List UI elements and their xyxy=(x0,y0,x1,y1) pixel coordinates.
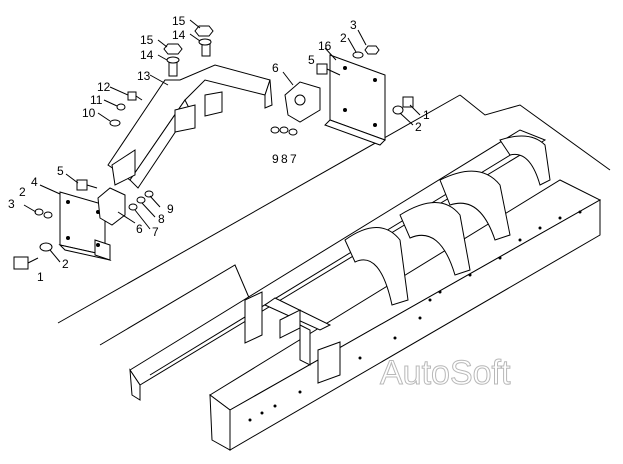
callout-5: 5 xyxy=(57,164,64,178)
nut-icon xyxy=(194,25,214,37)
nut-icon xyxy=(364,45,380,55)
nut-icon xyxy=(163,43,183,55)
callout-14: 14 xyxy=(172,28,186,42)
right-plate-group xyxy=(270,45,414,146)
rubber-mount xyxy=(97,187,126,226)
washer-icon xyxy=(198,38,212,46)
bolt-icon xyxy=(127,91,137,101)
washer-icon xyxy=(392,105,404,115)
washer-icon xyxy=(43,211,53,219)
bolt-icon xyxy=(13,256,29,270)
callout-3: 3 xyxy=(350,18,357,32)
washer-icon xyxy=(144,190,154,198)
callout-1: 1 xyxy=(423,108,430,122)
bolt-icon xyxy=(76,179,88,191)
callout-2: 2 xyxy=(415,120,422,134)
callout-16: 16 xyxy=(318,39,332,53)
cross-member-2 xyxy=(399,202,471,276)
cross-member-3 xyxy=(439,170,511,241)
callout-6: 6 xyxy=(136,222,143,236)
callout-2: 2 xyxy=(340,31,347,45)
callout-13: 13 xyxy=(137,69,151,83)
callouts: 15 14 15 14 13 12 11 10 3 2 16 5 6 1 2 9… xyxy=(8,14,430,284)
watermark-text: AutoSoft xyxy=(380,354,511,392)
washer-icon xyxy=(109,119,121,127)
callout-3: 3 xyxy=(8,197,15,211)
leader-lines xyxy=(23,19,421,263)
callout-9: 9 xyxy=(167,202,174,216)
washer-icon xyxy=(116,103,126,111)
left-small-bolts xyxy=(109,91,143,127)
cross-member-1 xyxy=(344,227,409,306)
frame-outline-right xyxy=(459,94,611,171)
left-plate-group xyxy=(13,179,154,270)
callout-12: 12 xyxy=(97,80,111,94)
callout-7: 7 xyxy=(290,152,297,166)
washer-icon xyxy=(128,203,138,211)
frame-assembly xyxy=(57,94,611,451)
cross-member-4 xyxy=(499,135,551,186)
frame-outline-lower xyxy=(99,264,251,346)
callout-8: 8 xyxy=(158,212,165,226)
washer-icon xyxy=(352,51,364,59)
washer-icon xyxy=(39,242,53,252)
callout-7: 7 xyxy=(152,225,159,239)
callout-5: 5 xyxy=(308,53,315,67)
washer-icon xyxy=(136,196,146,204)
callout-2: 2 xyxy=(19,185,26,199)
installed-bracket xyxy=(244,291,341,384)
callout-14: 14 xyxy=(140,48,154,62)
washer-icon xyxy=(270,126,280,134)
callout-10: 10 xyxy=(82,106,96,120)
callout-15: 15 xyxy=(172,14,186,28)
cross-members xyxy=(344,135,551,306)
washer-icon xyxy=(279,126,289,134)
callout-8: 8 xyxy=(281,152,288,166)
upper-bracket-group xyxy=(107,39,273,189)
bolt-icon xyxy=(316,63,328,75)
callout-1: 1 xyxy=(37,270,44,284)
callout-2: 2 xyxy=(62,257,69,271)
washer-icon xyxy=(166,56,180,64)
callout-9: 9 xyxy=(272,152,279,166)
right-rail-web xyxy=(229,199,601,451)
callout-15: 15 xyxy=(140,33,154,47)
frame-outline-upper xyxy=(57,94,461,324)
washer-icon xyxy=(34,208,44,216)
washer-icon xyxy=(288,128,298,136)
callout-4: 4 xyxy=(31,175,38,189)
bolt-icon xyxy=(402,96,414,108)
callout-11: 11 xyxy=(90,93,103,107)
callout-6: 6 xyxy=(272,61,279,75)
